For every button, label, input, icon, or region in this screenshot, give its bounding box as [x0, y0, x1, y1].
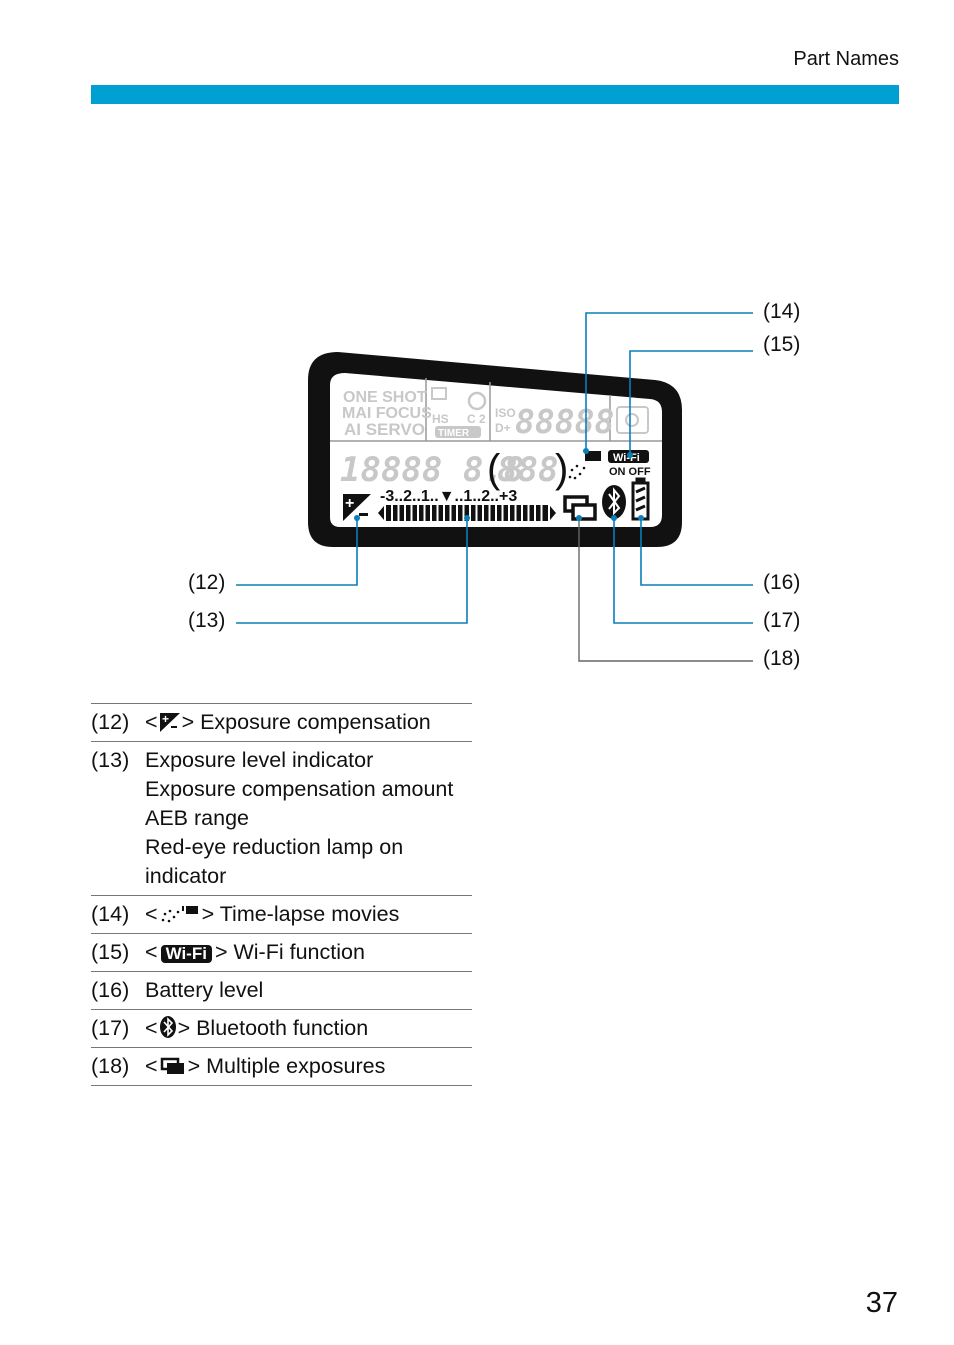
callout-17: (17): [763, 609, 801, 632]
section-title: Part Names: [793, 48, 899, 70]
svg-text:(: (: [487, 447, 501, 491]
af-one-shot: ONE SHOT: [343, 389, 427, 406]
item-text: Exposure compensation: [200, 710, 431, 734]
item-text: Time-lapse movies: [219, 902, 400, 926]
lcd-panel-diagram: ONE SHOT MAI FOCUS AI SERVO HS C 2 TIMER…: [236, 312, 753, 662]
callout-15: (15): [763, 333, 801, 356]
iso-digits: 88888: [515, 402, 614, 441]
drive-hs: HS: [432, 412, 449, 426]
lcd-screen: [330, 373, 662, 527]
shutter-aperture-digits: 18888 8.8: [340, 450, 524, 490]
part-names-table: (12) <+> Exposure compensation (13) Expo…: [91, 703, 472, 1086]
callout-14: (14): [763, 300, 801, 323]
page-number: 37: [865, 1287, 898, 1319]
table-row: (16) Battery level: [91, 971, 472, 1010]
table-row: (18) <> Multiple exposures: [91, 1047, 472, 1086]
callout-18: (18): [763, 647, 801, 670]
item-text: Wi-Fi function: [233, 940, 365, 964]
exposure-compensation-icon: +: [159, 713, 180, 732]
iso-label: ISO: [495, 406, 516, 420]
wifi-icon: Wi-Fi: [160, 945, 212, 963]
multiple-exposure-icon: [160, 1057, 184, 1074]
drive-c2: C 2: [467, 412, 486, 426]
item-text: Multiple exposures: [206, 1054, 386, 1078]
callout-16: (16): [763, 571, 801, 594]
time-lapse-icon: [568, 451, 601, 480]
exposure-compensation-icon: +: [343, 494, 371, 521]
timer-label: TIMER: [438, 428, 470, 439]
table-row: (12) <+> Exposure compensation: [91, 703, 472, 742]
wifi-on-off: ON OFF: [609, 466, 651, 478]
af-ai-servo: AI SERVO: [344, 420, 425, 439]
svg-text:+: +: [345, 495, 354, 512]
leader-lines: [236, 312, 753, 624]
time-lapse-icon: [161, 906, 198, 923]
svg-text:): ): [555, 447, 568, 491]
exposure-level-bar: [378, 505, 556, 521]
callout-13: (13): [188, 609, 226, 632]
exposure-scale: -3..2..1..▼..1..2..+3: [380, 488, 517, 505]
table-row: (17) <> Bluetooth function: [91, 1009, 472, 1048]
table-row: (14) <> Time-lapse movies: [91, 895, 472, 934]
bluetooth-icon: [159, 1016, 176, 1038]
header-bar: [91, 85, 899, 104]
svg-text:+: +: [162, 713, 169, 726]
item-text: Battery level: [145, 978, 264, 1002]
item-text: Bluetooth function: [196, 1016, 369, 1040]
table-row: (15) <Wi-Fi> Wi-Fi function: [91, 933, 472, 972]
callout-12: (12): [188, 571, 226, 594]
wifi-label: Wi-Fi: [613, 452, 640, 464]
bracket-digits: 888: [497, 450, 558, 490]
af-ai-focus: MAI FOCUS: [342, 405, 432, 422]
d-plus-label: D+: [495, 421, 511, 435]
